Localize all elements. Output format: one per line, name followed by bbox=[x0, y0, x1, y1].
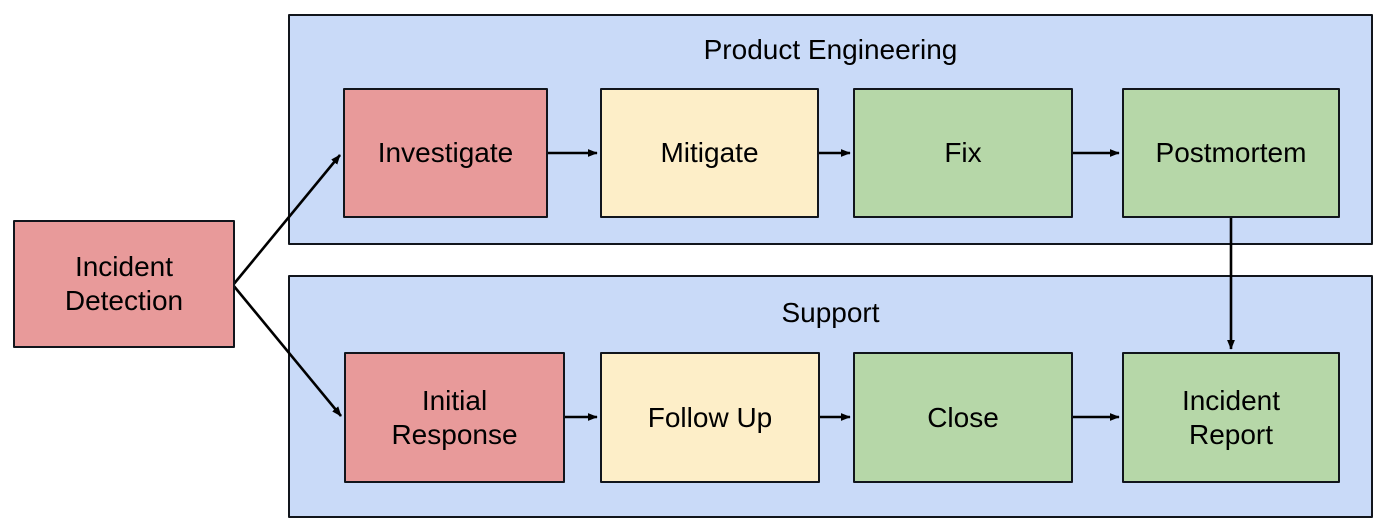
node-close[interactable]: Close bbox=[853, 352, 1073, 483]
node-label-initial-response: Initial Response bbox=[391, 384, 518, 450]
node-follow-up[interactable]: Follow Up bbox=[600, 352, 820, 483]
node-incident-report[interactable]: Incident Report bbox=[1122, 352, 1340, 483]
node-label-close: Close bbox=[927, 401, 999, 433]
node-label-incident-report: Incident Report bbox=[1181, 384, 1281, 450]
node-label-mitigate: Mitigate bbox=[660, 137, 759, 168]
node-postmortem[interactable]: Postmortem bbox=[1122, 88, 1340, 218]
node-label-fix: Fix bbox=[944, 137, 982, 168]
node-label-postmortem: Postmortem bbox=[1155, 137, 1307, 168]
node-investigate[interactable]: Investigate bbox=[343, 88, 548, 218]
swimlane-title-support: Support bbox=[781, 297, 880, 328]
node-label-incident-detection: Incident Detection bbox=[64, 251, 184, 316]
node-mitigate[interactable]: Mitigate bbox=[600, 88, 819, 218]
node-label-follow-up: Follow Up bbox=[647, 401, 773, 433]
node-fix[interactable]: Fix bbox=[853, 88, 1073, 218]
node-incident-detection[interactable]: Incident Detection bbox=[13, 220, 235, 348]
node-label-investigate: Investigate bbox=[377, 137, 514, 168]
node-initial-response[interactable]: Initial Response bbox=[344, 352, 565, 483]
swimlane-title-product-engineering: Product Engineering bbox=[703, 34, 958, 65]
